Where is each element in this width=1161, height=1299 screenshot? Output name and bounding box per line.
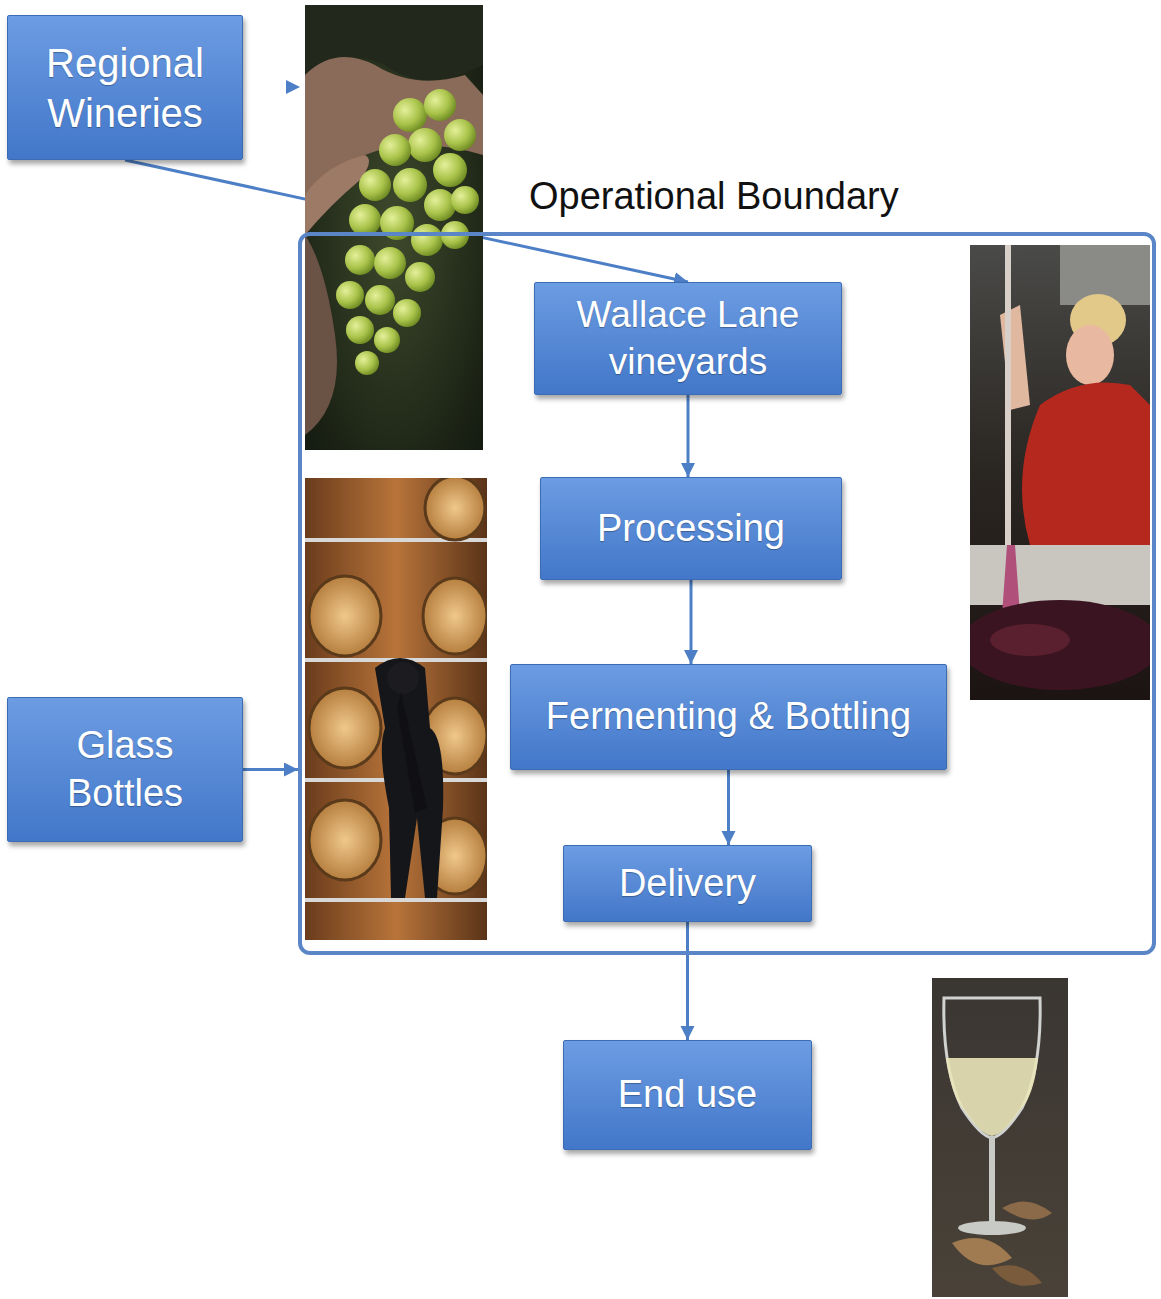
barrel-stack-part — [309, 688, 381, 768]
winemaker-photo-part — [970, 545, 1150, 605]
grape-cluster-part — [359, 169, 391, 201]
grape-cluster-part — [393, 299, 421, 327]
box-label: End use — [618, 1071, 757, 1119]
grape-cluster-part — [405, 262, 435, 292]
flow-arrow — [727, 770, 730, 845]
grape-photo-part — [305, 235, 337, 435]
box-label: Regional Wineries — [22, 38, 228, 138]
wine-glass-photo-part — [932, 978, 1068, 1297]
source-box: Regional Wineries — [7, 15, 243, 160]
grape-cluster-part — [411, 224, 443, 256]
flow-arrow — [687, 395, 690, 477]
wine-glass-photo-part — [992, 1265, 1042, 1286]
person-figure-part — [387, 662, 419, 694]
box-label: Delivery — [619, 860, 756, 908]
wine-glass — [944, 998, 1040, 1235]
grape-cluster-part — [345, 245, 375, 275]
barrel-photo — [305, 478, 487, 940]
boundary-region: Operational BoundaryWallace Lane vineyar… — [298, 232, 1156, 955]
grape-cluster-part — [408, 128, 442, 162]
barrel-stack — [305, 478, 487, 902]
output-box: End use — [563, 1040, 812, 1150]
process-box: Fermenting & Bottling — [510, 664, 947, 770]
wine-glass-part — [944, 998, 1040, 1138]
boundary-heading: Operational Boundary — [529, 174, 899, 220]
grape-cluster-part — [424, 189, 456, 221]
winemaker-photo-part — [990, 624, 1070, 656]
grape-cluster-part — [424, 89, 456, 121]
winemaker-figure-part — [1022, 383, 1150, 546]
barrel-stack-part — [309, 576, 381, 656]
barrel-photo-part — [305, 478, 487, 940]
grape-cluster-part — [374, 247, 406, 279]
wine-glass-photo — [932, 978, 1068, 1297]
box-label: Processing — [597, 505, 785, 553]
process-box: Wallace Lane vineyards — [534, 282, 842, 395]
person-figure — [375, 658, 443, 898]
grape-photo-part — [305, 5, 483, 450]
wine-glass-photo-part — [952, 1238, 1012, 1265]
winemaker-photo — [970, 245, 1150, 700]
winemaker-figure-part — [1000, 305, 1030, 410]
grape-cluster-part — [433, 153, 467, 187]
grape-cluster-part — [393, 98, 427, 132]
grape-cluster-part — [365, 285, 395, 315]
winemaker-photo-part — [970, 600, 1150, 690]
grape-cluster-part — [393, 168, 427, 202]
flow-arrow — [686, 922, 689, 1040]
box-label: Wallace Lane vineyards — [549, 292, 827, 385]
grape-photo — [305, 5, 483, 450]
grape-cluster-part — [374, 327, 400, 353]
grape-cluster-part — [336, 281, 364, 309]
person-figure-part — [375, 658, 443, 898]
barrel-stack-part — [425, 478, 485, 540]
wine-glass-part — [946, 1058, 1038, 1136]
box-label: Fermenting & Bottling — [546, 693, 911, 741]
barrel-stack-part — [309, 800, 381, 880]
barrel-stack-part — [423, 578, 487, 654]
grape-cluster-part — [346, 316, 374, 344]
wine-glass-photo-part — [1002, 1202, 1052, 1220]
wine-glass-part — [989, 1136, 995, 1226]
grape-cluster-part — [379, 134, 411, 166]
box-label: Glass Bottles — [22, 722, 228, 817]
grape-cluster-part — [355, 351, 379, 375]
arrow-head — [286, 80, 300, 94]
grape-cluster-part — [451, 186, 479, 214]
process-box: Delivery — [563, 845, 812, 922]
wine-glass-part — [958, 1221, 1026, 1235]
person-figure-part — [397, 692, 427, 813]
grape-cluster-part — [444, 119, 476, 151]
process-box: Processing — [540, 477, 842, 580]
winemaker-figure-part — [1066, 325, 1114, 385]
flow-arrow — [690, 580, 693, 664]
barrel-stack-part — [305, 898, 487, 902]
source-box: Glass Bottles — [7, 697, 243, 842]
flow-arrow — [243, 768, 298, 771]
